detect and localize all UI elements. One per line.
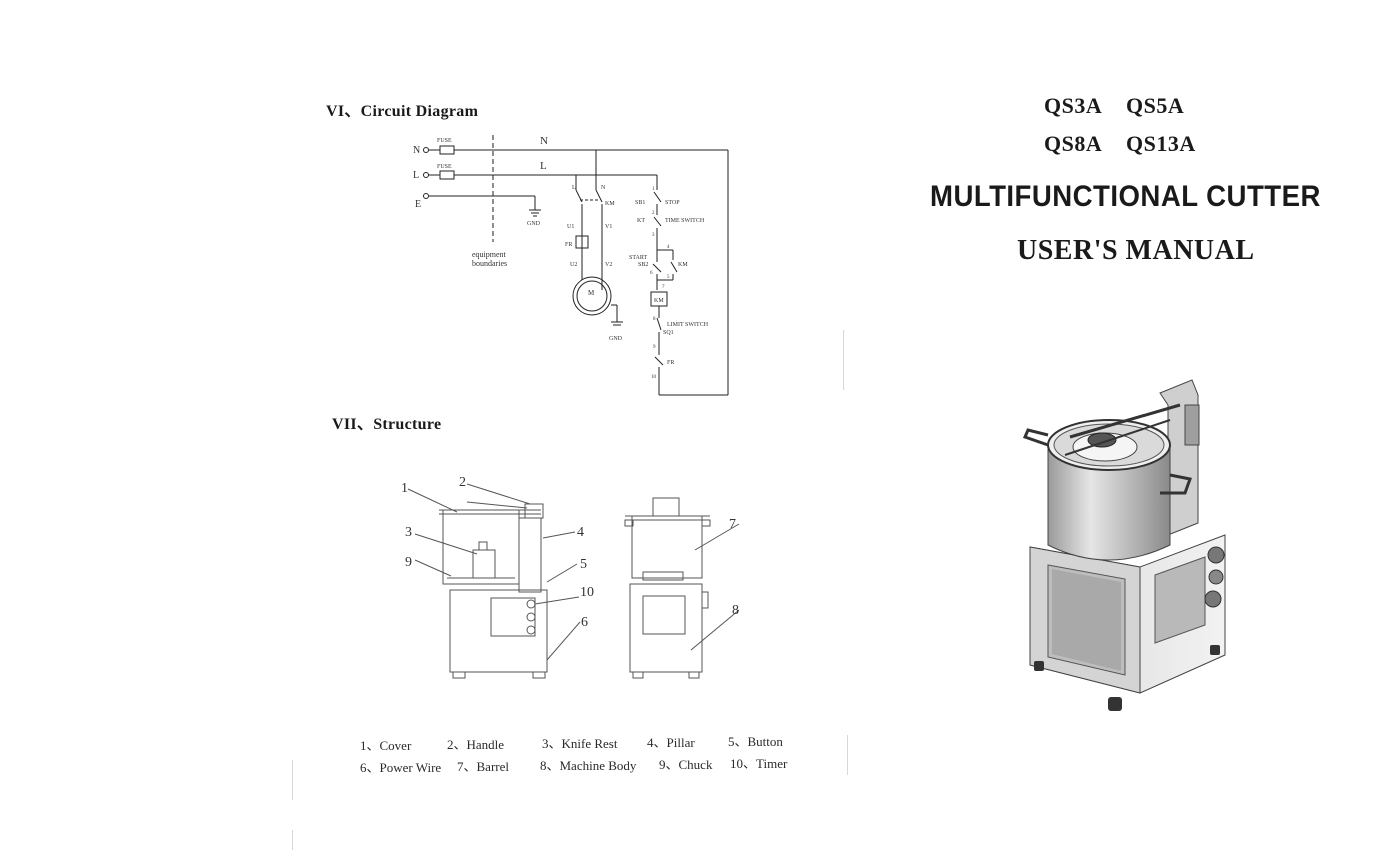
part-label: 10、Timer (730, 756, 788, 771)
part-label: 2、Handle (447, 737, 505, 752)
model-name: QS5A (1126, 93, 1185, 118)
manual-title: USER'S MANUAL (1017, 235, 1255, 266)
sq1-label: SQ1 (663, 330, 674, 336)
callout-10: 10 (580, 585, 594, 600)
part-label: 7、Barrel (457, 759, 509, 774)
u2-label: U2 (570, 262, 577, 268)
callout-6: 6 (581, 615, 588, 630)
node-label: 1 (652, 187, 655, 192)
sb1-label: SB1 (635, 200, 645, 206)
km-contact-label: KM (605, 201, 615, 207)
scan-artifact (843, 330, 844, 390)
start-label: START (629, 255, 647, 261)
part-label: 8、Machine Body (540, 758, 637, 773)
boundary-label-line1: equipment (472, 250, 507, 259)
gnd2-label: GND (609, 336, 623, 342)
circuit-diagram-title: VI、Circuit Diagram (326, 103, 479, 120)
limit-switch-label: LIMIT SWITCH (667, 322, 709, 328)
node-label: 8 (653, 317, 656, 322)
fuse1-label: FUSE (437, 138, 452, 144)
e-terminal-label: E (415, 199, 421, 210)
part-label: 9、Chuck (659, 757, 713, 772)
v2-label: V2 (605, 262, 612, 268)
node-label: 5 (667, 275, 670, 280)
structure-diagram: 1 2 3 4 5 6 7 8 9 10 (401, 475, 740, 679)
l-terminal-label: L (413, 170, 419, 181)
scan-artifact (847, 735, 848, 775)
node-label: 3 (652, 233, 655, 238)
callout-4: 4 (577, 525, 584, 540)
callout-2: 2 (459, 475, 466, 490)
fr2-label: FR (667, 360, 674, 366)
fuse2-label: FUSE (437, 164, 452, 170)
km-hold-label: KM (678, 262, 688, 268)
km-coil-label: KM (654, 298, 664, 304)
n-terminal-label: N (413, 145, 420, 156)
fr-label: FR (565, 242, 572, 248)
callout-7: 7 (729, 517, 736, 532)
gnd1-label: GND (527, 221, 541, 227)
node-label: 2 (652, 211, 655, 216)
v1-label: V1 (605, 224, 612, 230)
sb2-label: SB2 (638, 262, 648, 268)
callout-8: 8 (732, 603, 739, 618)
scan-artifact (292, 830, 293, 850)
node-label: 4 (667, 245, 670, 250)
n-line-label: N (540, 135, 548, 147)
part-label: 6、Power Wire (360, 760, 442, 775)
boundary-label-line2: boundaries (472, 259, 507, 268)
model-name: QS8A (1044, 131, 1103, 156)
boundary-label: equipment boundaries (472, 250, 508, 268)
node-label: 9 (653, 345, 656, 350)
part-label: 1、Cover (360, 738, 412, 753)
stop-label: STOP (665, 200, 680, 206)
scan-artifact (292, 760, 293, 800)
model-name: QS3A (1044, 93, 1103, 118)
kt-label: KT (637, 218, 645, 224)
parts-list: 1、Cover 2、Handle 3、Knife Rest 4、Pillar 5… (360, 733, 810, 778)
part-label: 3、Knife Rest (542, 736, 618, 751)
product-illustration (1022, 379, 1226, 711)
n-small-label: N (601, 185, 606, 191)
callout-5: 5 (580, 557, 587, 572)
part-label: 5、Button (728, 734, 783, 749)
time-switch-label: TIME SWITCH (665, 218, 705, 224)
u1-label: U1 (567, 224, 574, 230)
l-small-label: L (572, 185, 576, 191)
node-label: 10 (651, 375, 657, 380)
circuit-diagram: N L E N L FUSE FUSE GND GND equipment bo… (413, 135, 729, 396)
product-title: MULTIFUNCTIONAL CUTTER (930, 180, 1321, 213)
callout-3: 3 (405, 525, 412, 540)
structure-title: VII、Structure (332, 416, 442, 433)
node-label: 7 (662, 285, 665, 290)
callout-1: 1 (401, 481, 408, 496)
l-line-label: L (540, 160, 547, 172)
callout-9: 9 (405, 555, 412, 570)
motor-label: M (588, 289, 595, 297)
model-name: QS13A (1126, 131, 1196, 156)
part-label: 4、Pillar (647, 735, 695, 750)
node-label: 6 (650, 271, 653, 276)
